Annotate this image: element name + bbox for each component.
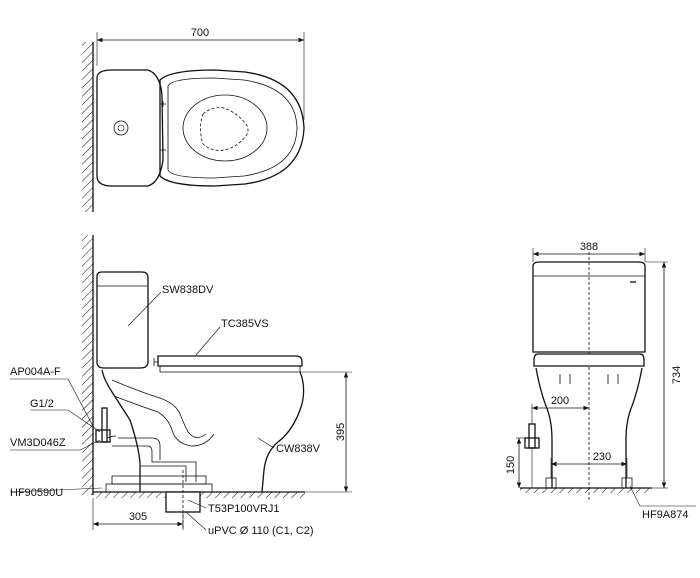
dim-supply-offset: 200: [551, 395, 569, 407]
label-floor-bolt: HF9A874: [642, 509, 688, 521]
side-trap-lower: [113, 395, 215, 447]
side-stop-valve: [95, 429, 111, 443]
top-view: 700: [82, 27, 305, 212]
side-trap-outlet-inner: [140, 465, 187, 482]
label-stop-valve: VM3D046Z: [10, 437, 66, 449]
leader-fill-valve: [10, 378, 95, 429]
leader-drain: [185, 511, 207, 531]
leader-outlet-pipe: [187, 499, 207, 509]
label-flange: HF90590U: [10, 487, 63, 499]
side-hinge: [153, 358, 158, 366]
side-supply-pipe: [101, 407, 108, 443]
side-bowl-back: [101, 369, 141, 492]
label-seat-cover: TC385VS: [221, 318, 269, 330]
top-bowl-outline: [159, 69, 305, 187]
leader-bowl: [257, 437, 275, 449]
front-floor-hatch: [520, 488, 652, 493]
side-flange-base: [105, 483, 213, 493]
side-seat-ring: [159, 365, 301, 373]
dim-height-outlet: 395: [335, 423, 347, 441]
side-tank: [96, 271, 149, 369]
side-trap-outlet-top: [118, 437, 161, 460]
top-hinge-marks: [160, 101, 166, 153]
side-supply-hose: [106, 435, 117, 439]
leader-supply-thread: [30, 409, 101, 433]
dim-inlet-height: 150: [505, 456, 517, 474]
front-hinge-bolts: [559, 374, 619, 384]
label-outlet-pipe: T53P100VRJ1: [208, 503, 280, 515]
top-wall-hatch: [82, 42, 93, 212]
top-flush-button-inner: [117, 124, 125, 132]
leader-stop-valve: [10, 439, 101, 451]
top-bowl-inner: [182, 94, 268, 162]
side-trap-outlet: [112, 445, 197, 482]
top-water-area: [200, 107, 249, 151]
front-supply-pipe: [528, 423, 536, 449]
side-view: 395 305 SW838DV TC385VS CW838V AP004A-F …: [9, 235, 352, 537]
top-tank-outline: [96, 69, 164, 187]
label-supply-thread: G1/2: [30, 398, 54, 410]
leader-seat: [127, 291, 162, 327]
dim-height-total: 734: [671, 366, 683, 384]
top-seat-outline: [167, 77, 298, 179]
front-bolt-left: [545, 477, 557, 489]
front-bowl-right: [625, 367, 643, 488]
side-trap-upper: [111, 379, 207, 438]
label-seat: SW838DV: [162, 284, 214, 296]
front-stop-valve: [524, 437, 540, 449]
leader-seat-cover: [195, 326, 221, 356]
dim-rough-in: 305: [129, 511, 147, 523]
front-seat-lid: [533, 353, 645, 367]
side-flange: [111, 475, 207, 485]
top-flush-button: [113, 120, 129, 136]
side-seat-lid: [157, 355, 303, 367]
label-bowl: CW838V: [276, 443, 321, 455]
dim-front-width: 388: [580, 241, 598, 253]
leader-flange: [9, 487, 103, 493]
label-drain: uPVC Ø 110 (C1, C2): [208, 525, 314, 537]
dim-bolt-spacing: 230: [593, 451, 611, 463]
leader-floor-bolt: [629, 485, 696, 507]
side-bowl-front: [261, 371, 305, 493]
front-view: 388 734 200 150 230 HF9A874: [505, 241, 696, 521]
side-wall-hatch: [82, 235, 93, 495]
front-bowl-left: [535, 367, 553, 488]
dim-top-width: 700: [191, 27, 209, 39]
label-fill-valve: AP004A-F: [10, 366, 61, 378]
